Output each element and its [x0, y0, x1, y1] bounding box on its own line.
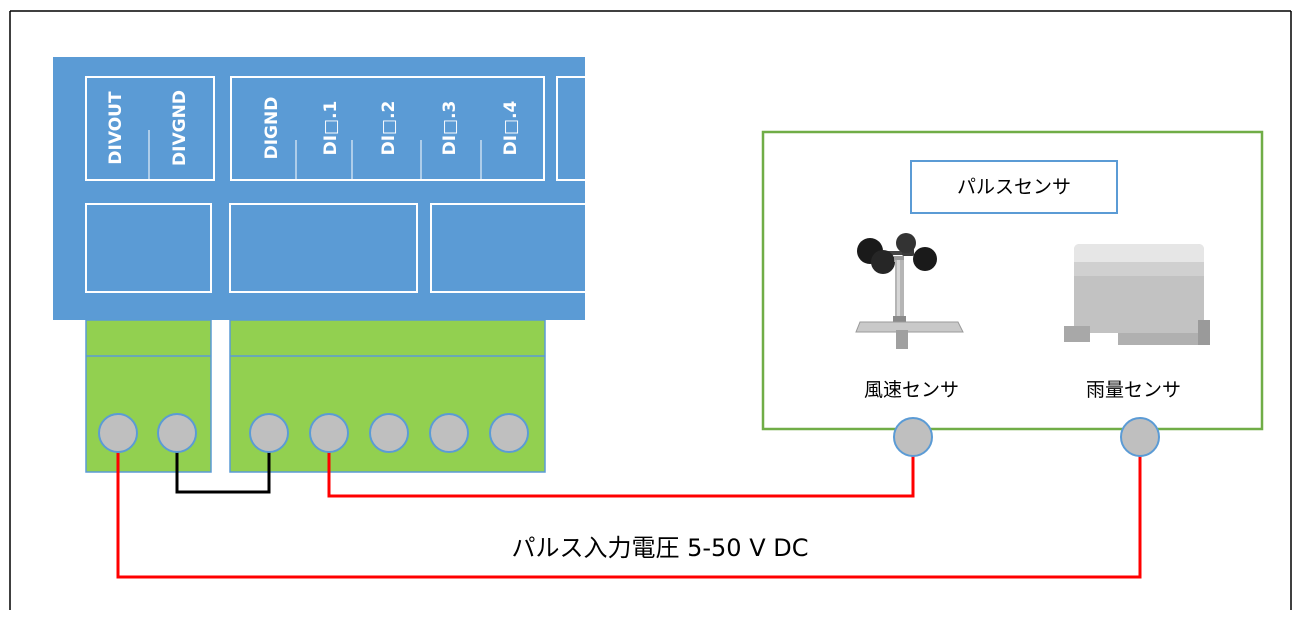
screw-terminal-di4	[489, 413, 529, 453]
black-jumper-wire	[175, 433, 271, 494]
terminal-label-divout: DIVOUT	[106, 91, 126, 165]
terminal-label-di1: DI□.1	[321, 100, 341, 156]
sensor-group-title: パルスセンサ	[910, 160, 1118, 214]
terminal-label-dignd: DIGND	[262, 96, 282, 160]
di-label-frame	[230, 76, 545, 181]
io-module-body	[53, 57, 585, 320]
pulse-voltage-label: パルス入力電圧 5-50 V DC	[511, 534, 809, 562]
sensor-connector-rain	[1120, 417, 1160, 457]
screw-terminal-di2	[369, 413, 409, 453]
wind-sensor-label: 風速センサ	[864, 379, 960, 401]
divout-label-frame	[85, 76, 215, 181]
red-wire-di1-wind	[327, 433, 915, 498]
lower-frame-2	[229, 203, 418, 293]
terminal-label-di2: DI□.2	[379, 100, 399, 156]
anemometer-image	[855, 233, 964, 349]
terminal-label-di3: DI□.3	[440, 100, 460, 156]
screw-terminal-dignd	[249, 413, 289, 453]
lower-frame-1	[85, 203, 212, 293]
screw-terminal-divgnd	[157, 413, 197, 453]
screw-terminal-di1	[309, 413, 349, 453]
red-wire-divout-rain	[116, 433, 1142, 579]
edge-mask	[586, 50, 616, 310]
rain-gauge-image	[1064, 244, 1210, 345]
terminal-label-di4: DI□.4	[501, 100, 521, 156]
rain-sensor-label: 雨量センサ	[1086, 379, 1182, 401]
screw-terminal-divout	[98, 413, 138, 453]
sensor-connector-wind	[893, 417, 933, 457]
screw-terminal-di3	[429, 413, 469, 453]
terminal-block-left	[85, 319, 212, 473]
terminal-label-divgnd: DIVGND	[170, 90, 190, 166]
